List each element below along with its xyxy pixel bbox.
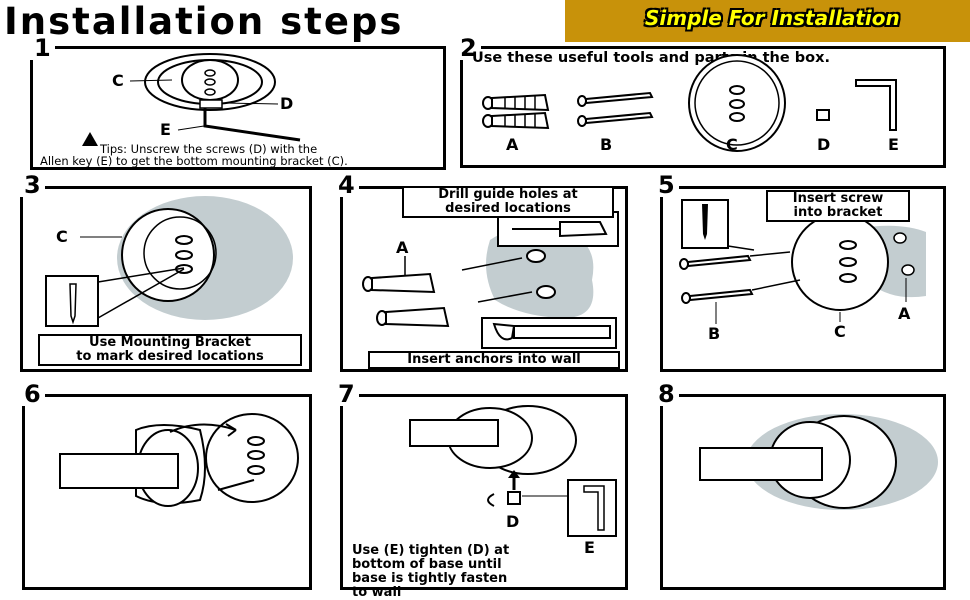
step-5-caption-line1: Insert screw <box>792 191 884 206</box>
step-1-tip-line1: Tips: Unscrew the screws (D) with the <box>100 142 318 156</box>
step-7-caption: Use (E) tighten (D) at bottom of base un… <box>352 544 509 600</box>
step-6-panel <box>22 394 312 590</box>
step-3-label-c: C <box>56 227 68 246</box>
step-6-number: 6 <box>20 382 45 406</box>
step-2-number: 2 <box>456 36 481 60</box>
step-5-caption-line2: into bracket <box>793 205 883 220</box>
step-1-panel <box>30 46 446 170</box>
step-3-panel <box>20 186 312 372</box>
step-7-number: 7 <box>334 382 359 406</box>
banner <box>565 0 970 42</box>
step-3-caption: Use Mounting Bracket to mark desired loc… <box>38 334 302 366</box>
step-4-label-a: A <box>396 238 409 257</box>
step-7-caption-line3: base is tightly fasten <box>352 571 508 586</box>
step-7-label-d: D <box>506 512 520 531</box>
step-2-part-d: D <box>817 135 831 154</box>
step-1-tip-line2: Allen key (E) to get the bottom mounting… <box>40 154 348 168</box>
step-7-caption-line1: Use (E) tighten (D) at <box>352 543 510 558</box>
step-2-part-a: A <box>506 135 519 154</box>
step-8-number: 8 <box>654 382 679 406</box>
step-5-label-c: C <box>834 322 846 341</box>
step-1-label-e: E <box>160 120 171 139</box>
step-5-label-a: A <box>898 304 911 323</box>
step-7-caption-line4: to wall <box>352 585 402 600</box>
step-5-label-b: B <box>708 324 721 343</box>
step-1-number: 1 <box>30 36 55 60</box>
step-2-part-b: B <box>600 135 613 154</box>
step-2-part-e: E <box>888 135 899 154</box>
step-5-number: 5 <box>654 173 679 197</box>
step-3-caption-line2: to mark desired locations <box>76 349 264 364</box>
banner-text: Simple For Installation <box>645 6 900 30</box>
step-4-caption-bottom: Insert anchors into wall <box>368 351 620 369</box>
page-title: Installation steps <box>4 0 404 43</box>
step-7-caption-line2: bottom of base until <box>352 557 502 572</box>
step-7-panel <box>340 394 628 590</box>
step-2-panel <box>460 46 946 168</box>
step-5-caption: Insert screw into bracket <box>766 190 910 222</box>
step-7-label-e: E <box>584 538 595 557</box>
step-1-label-c: C <box>112 71 124 90</box>
step-4-caption-top: Drill guide holes at desired locations <box>402 186 614 218</box>
step-3-caption-line1: Use Mounting Bracket <box>89 335 251 350</box>
step-3-number: 3 <box>20 173 45 197</box>
step-8-panel <box>660 394 946 590</box>
step-1-label-d: D <box>280 94 294 113</box>
step-2-part-c: C <box>726 135 738 154</box>
step-4-caption-top-line2: desired locations <box>445 201 571 216</box>
step-5-panel <box>660 186 946 372</box>
step-4-caption-top-line1: Drill guide holes at <box>438 187 578 202</box>
step-4-number: 4 <box>334 173 359 197</box>
